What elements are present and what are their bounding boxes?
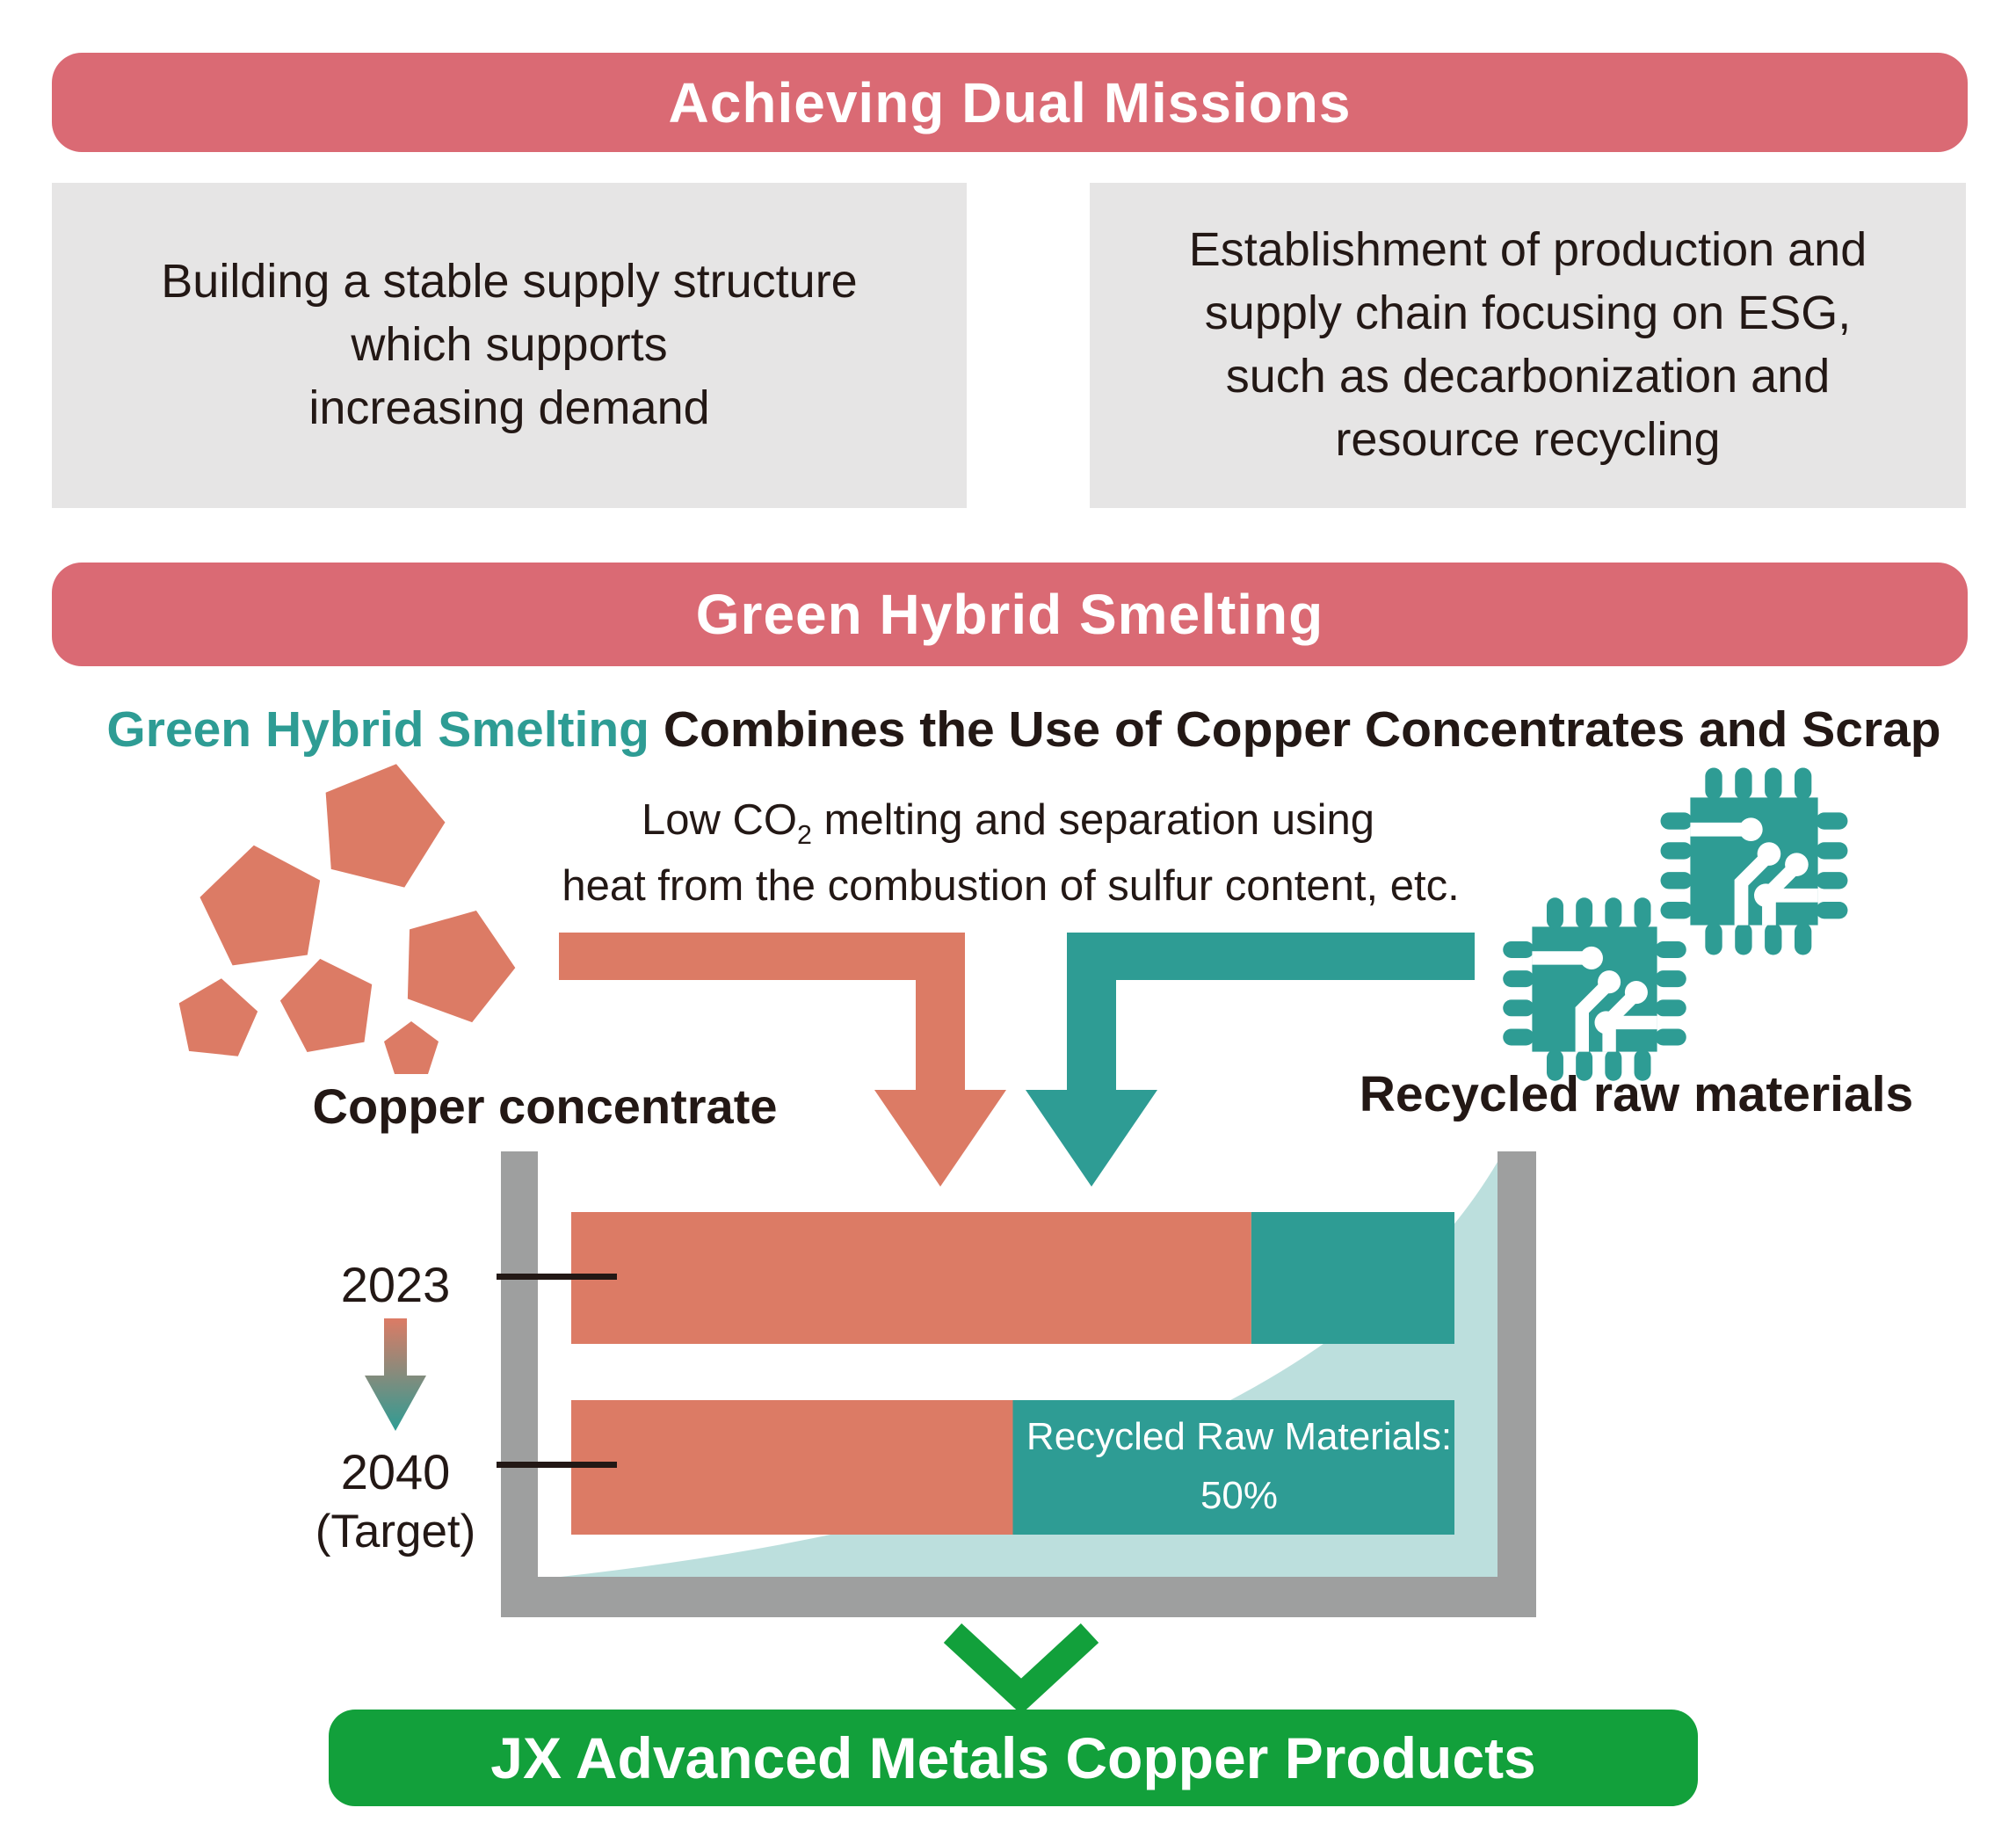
recycled-callout-line1: Recycled Raw Materials: — [1026, 1415, 1453, 1458]
diagram-heading: Green Hybrid Smelting Combines the Use o… — [106, 701, 1940, 759]
ore-rock-5 — [407, 911, 516, 1023]
green-hybrid-smelting-title: Green Hybrid Smelting — [695, 583, 1324, 646]
microchip-icon — [1503, 897, 1686, 1081]
ore-rock-4 — [279, 958, 373, 1053]
achieving-dual-missions-banner: Achieving Dual Missions — [52, 53, 1968, 152]
transition-arrow-icon — [365, 1318, 426, 1431]
tick-2023 — [497, 1274, 617, 1280]
process-note-line1: Low CO2 melting and separation using — [642, 795, 1374, 851]
green-hybrid-smelting-banner: Green Hybrid Smelting — [52, 563, 1968, 666]
microchip-icon — [1661, 768, 1848, 955]
bar-2040-copper — [571, 1400, 1013, 1535]
ore-rock-1 — [325, 764, 446, 888]
copper-concentrate-label: Copper concentrate — [312, 1078, 778, 1134]
recycled-callout-line2: 50% — [1200, 1473, 1279, 1517]
note-co: Low CO — [641, 796, 797, 844]
process-note-line2: heat from the combustion of sulfur conte… — [562, 862, 1460, 910]
achieving-dual-missions-title: Achieving Dual Missions — [668, 70, 1352, 134]
recycled-raw-materials-label: Recycled raw materials — [1359, 1066, 1914, 1122]
mission-left-line1: Building a stable supply structure — [161, 255, 858, 309]
year-2023-label: 2023 — [340, 1257, 451, 1312]
ore-rock-6 — [384, 1021, 439, 1074]
year-2040-label: 2040 — [340, 1444, 451, 1499]
recycled-flow-arrow-icon — [1026, 933, 1475, 1187]
mission-right-line1: Establishment of production and — [1188, 223, 1867, 277]
ore-rock-3 — [178, 978, 258, 1056]
vessel-right-wall — [1497, 1151, 1536, 1617]
output-products-banner: JX Advanced Metals Copper Products — [329, 1710, 1698, 1806]
vessel-left-wall — [501, 1151, 538, 1617]
ore-rock-2 — [199, 845, 321, 966]
mission-box-stable-supply: Building a stable supply structure which… — [52, 183, 967, 508]
mission-right-line4: resource recycling — [1335, 412, 1721, 466]
recycled-50pct-callout: Recycled Raw Materials: 50% — [1026, 1408, 1452, 1526]
copper-flow-arrow-icon — [559, 933, 1006, 1187]
mission-left-line2: which supports — [351, 318, 668, 372]
bar-2023-recycled — [1251, 1212, 1454, 1344]
raw-material-mix-bars — [571, 1212, 1454, 1535]
bar-2040-recycled — [1012, 1400, 1454, 1535]
mission-left-line3: increasing demand — [308, 381, 710, 434]
note-co2-subscript: 2 — [796, 819, 812, 850]
output-products-title: JX Advanced Metals Copper Products — [490, 1725, 1536, 1790]
tick-2040 — [497, 1462, 617, 1468]
diagram-heading-highlight: Green Hybrid Smelting — [106, 701, 649, 758]
note-line1-rest: melting and separation using — [811, 796, 1375, 844]
chevron-down-icon — [943, 1623, 1099, 1715]
year-2040-qualifier-label: (Target) — [315, 1506, 476, 1557]
vessel-bottom — [501, 1577, 1536, 1617]
mission-right-line2: supply chain focusing on ESG, — [1204, 287, 1852, 340]
mission-right-line3: such as decarbonization and — [1225, 350, 1831, 403]
mission-box-esg-supply-chain: Establishment of production and supply c… — [1090, 183, 1966, 508]
bar-2023-copper — [571, 1212, 1251, 1344]
diagram-heading-rest: Combines the Use of Copper Concentrates … — [649, 701, 1941, 758]
copper-ore-icon — [178, 764, 516, 1074]
smelting-vessel-icon — [501, 1151, 1536, 1617]
